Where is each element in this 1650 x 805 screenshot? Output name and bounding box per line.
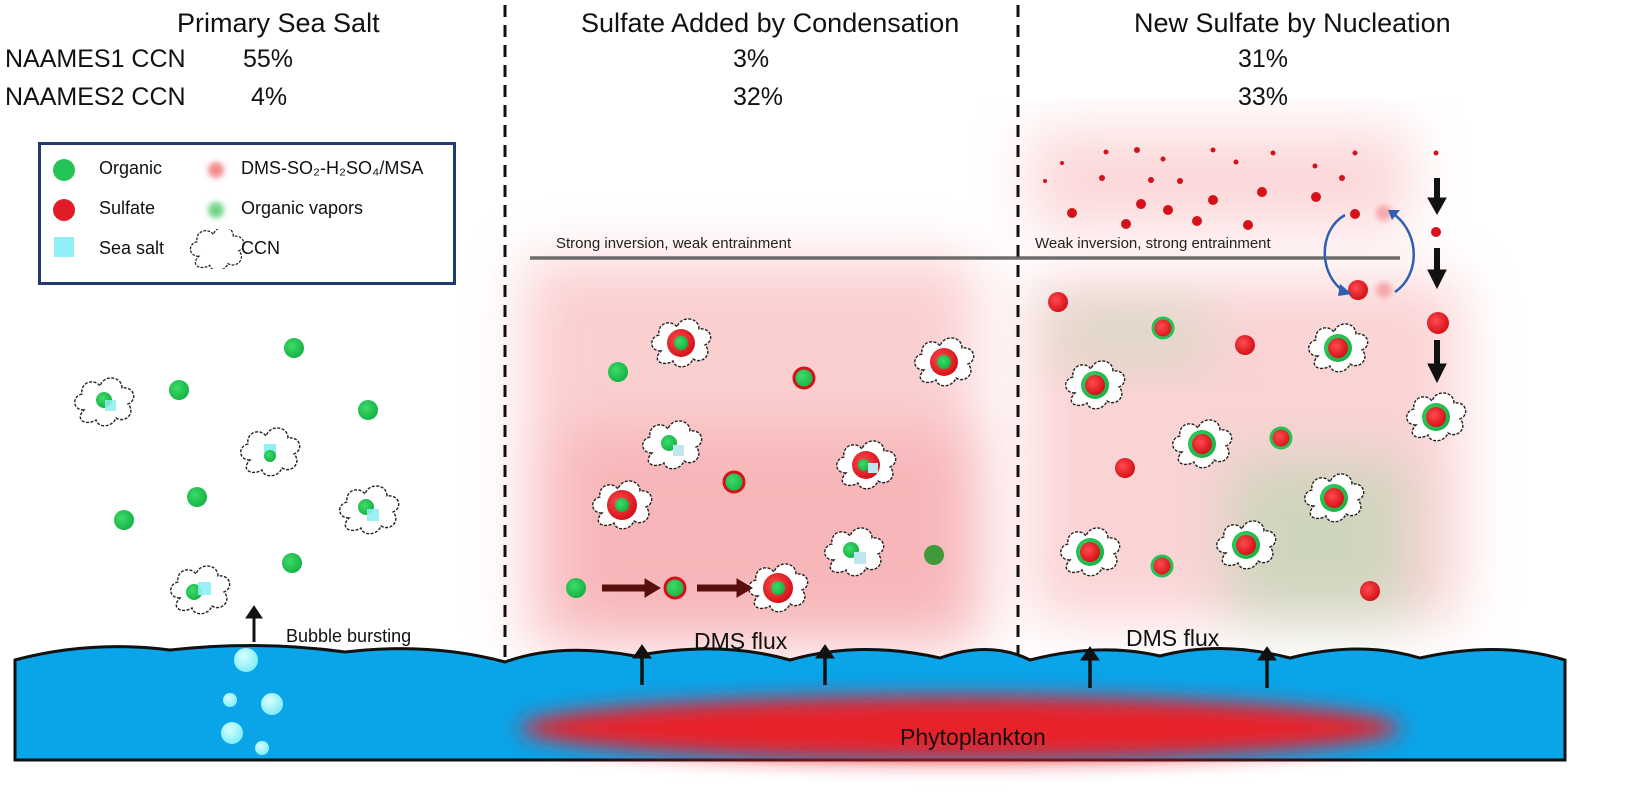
legend: Organic Sulfate Sea salt DMS-SO₂-H₂SO₄/M… <box>38 142 456 285</box>
phytoplankton-bloom <box>520 696 1400 760</box>
up-arrows <box>245 605 1277 688</box>
panel-1-naames1: 55% <box>243 45 294 73</box>
panel-2-naames2: 32% <box>733 83 784 111</box>
bubble-bursting-label: Bubble bursting <box>286 626 412 646</box>
legend-sea-salt: Sea salt <box>99 238 165 258</box>
legend-dms: DMS-SO₂-H₂SO₄/MSA <box>241 158 424 178</box>
dms-flux-label-2: DMS flux <box>1126 625 1220 651</box>
panel-2-particles <box>566 318 975 613</box>
ccn-cloud-legend-icon <box>189 229 245 269</box>
naames2-label: NAAMES2 CCN <box>5 83 186 111</box>
legend-ccn: CCN <box>241 238 280 258</box>
legend-organic-vapors: Organic vapors <box>241 198 364 218</box>
sulfate-haze <box>525 130 1460 650</box>
naames1-label: NAAMES1 CCN <box>5 45 186 73</box>
panel-3-title: New Sulfate by Nucleation <box>1134 8 1451 38</box>
strong-inversion-label: Strong inversion, weak entrainment <box>556 235 792 252</box>
panel-1-particles <box>74 338 400 615</box>
sulfate-legend-icon <box>53 199 75 221</box>
bubbles <box>221 648 283 755</box>
legend-sulfate: Sulfate <box>99 198 156 218</box>
panel-3-particles <box>1043 147 1467 601</box>
panel-1-naames2: 4% <box>251 83 288 111</box>
organic-vapor-legend-icon <box>208 202 224 218</box>
panel-2-naames1: 3% <box>733 45 770 73</box>
legend-organic: Organic <box>99 158 163 178</box>
panel-3-naames1: 31% <box>1238 45 1289 73</box>
organic-legend-icon <box>53 159 75 181</box>
panel-2-title: Sulfate Added by Condensation <box>581 8 960 38</box>
dms-vapor-legend-icon <box>208 162 224 178</box>
phytoplankton-label: Phytoplankton <box>900 724 1046 750</box>
dms-flux-label-1: DMS flux <box>694 628 788 654</box>
panel-1-title: Primary Sea Salt <box>177 8 380 38</box>
sea-salt-legend-icon <box>54 237 74 257</box>
panel-3-naames2: 33% <box>1238 83 1289 111</box>
weak-inversion-label: Weak inversion, strong entrainment <box>1035 235 1271 252</box>
